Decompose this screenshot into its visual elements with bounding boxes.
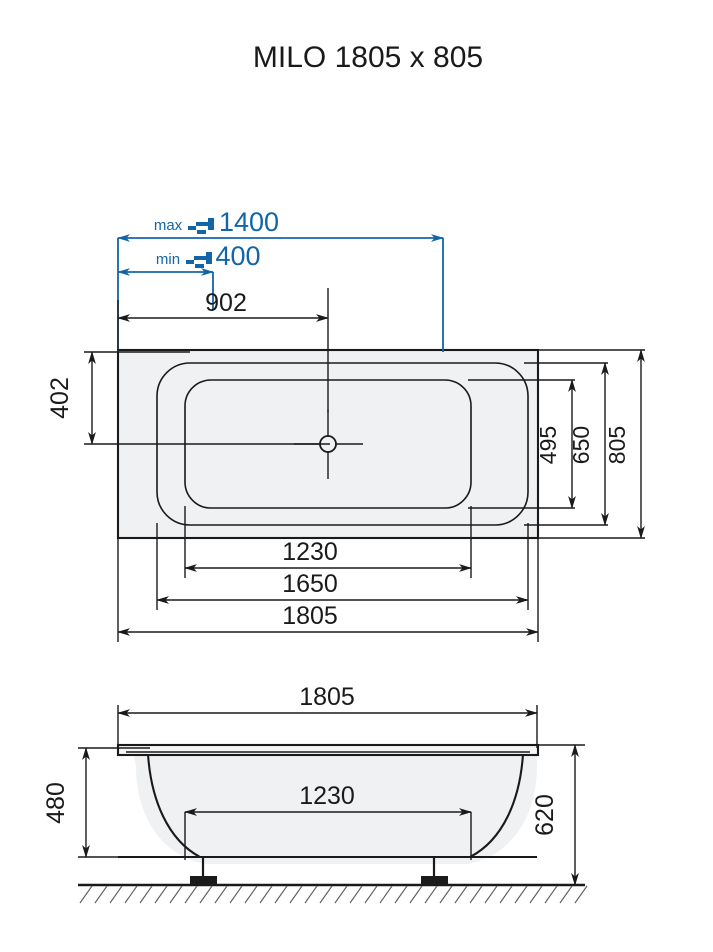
front-elevation-geometry bbox=[78, 743, 588, 904]
faucet-icon bbox=[186, 252, 212, 268]
elevation-overall-length-dimension: 1805 bbox=[117, 683, 538, 748]
inner-length-value: 1230 bbox=[282, 538, 338, 566]
ground-hatching bbox=[79, 885, 588, 904]
tub-body-fill bbox=[133, 752, 537, 864]
overall-length-value: 1805 bbox=[282, 602, 338, 630]
bottom-length-dimensions: 1230 1650 1805 bbox=[117, 506, 539, 642]
page-title: MILO 1805 x 805 bbox=[253, 41, 483, 74]
tap-min-label: min bbox=[156, 251, 180, 268]
elev-overall-length-value: 1805 bbox=[299, 683, 355, 711]
drain-offset-dimension: 902 bbox=[117, 288, 329, 412]
support-foot-right bbox=[421, 876, 448, 885]
elevation-body-height-dimension: 480 bbox=[42, 747, 200, 858]
tub-rim-outline bbox=[116, 743, 540, 757]
elev-total-height-value: 620 bbox=[531, 794, 559, 836]
left-depth-dimension: 402 bbox=[46, 351, 330, 445]
drain-offset-value: 902 bbox=[205, 289, 247, 317]
mid-width-value: 650 bbox=[568, 426, 594, 464]
tap-position-dimensions: max 1400 min 400 bbox=[117, 207, 444, 352]
support-foot-left bbox=[190, 876, 217, 885]
elev-base-length-value: 1230 bbox=[299, 782, 355, 810]
elevation-base-length-dimension: 1230 bbox=[184, 782, 472, 860]
faucet-icon bbox=[188, 218, 214, 234]
left-depth-value: 402 bbox=[46, 377, 74, 419]
tap-min-value: 400 bbox=[215, 241, 260, 271]
mid-length-value: 1650 bbox=[282, 570, 338, 598]
tap-max-value: 1400 bbox=[219, 207, 279, 237]
tub-rim-fill bbox=[118, 745, 538, 755]
tap-max-label: max bbox=[154, 217, 183, 234]
inner-width-value: 495 bbox=[535, 426, 561, 464]
elevation-total-height-dimension: 620 bbox=[520, 744, 585, 886]
right-width-dimensions: 495 650 805 bbox=[468, 349, 645, 539]
elev-body-height-value: 480 bbox=[42, 782, 70, 824]
tub-body-outline bbox=[146, 753, 525, 859]
overall-width-value: 805 bbox=[604, 426, 630, 464]
